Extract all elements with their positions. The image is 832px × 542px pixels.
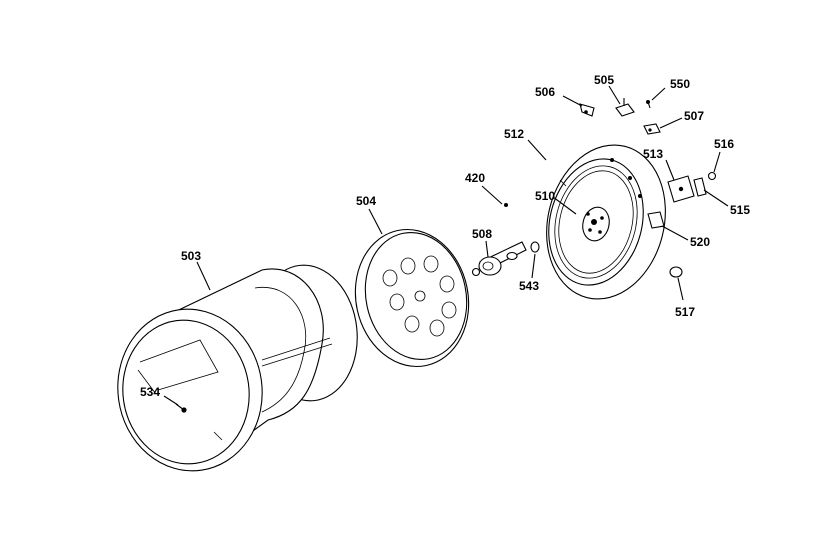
callout-534: 534 [140, 385, 160, 399]
sensor-515 [693, 177, 707, 197]
callout-550: 550 [670, 77, 690, 91]
bearing-shaft [471, 203, 540, 277]
screw-550 [646, 100, 651, 109]
callout-512: 512 [504, 127, 524, 141]
callout-labels: 503 504 534 508 420 543 512 510 506 505 … [140, 73, 750, 399]
callout-513: 513 [643, 147, 663, 161]
bracket-520 [647, 211, 665, 229]
callout-515: 515 [730, 203, 750, 217]
callout-517: 517 [675, 305, 695, 319]
part-516 [707, 171, 717, 181]
rear-bulkhead [546, 144, 666, 300]
callout-543: 543 [519, 279, 539, 293]
bracket-506 [579, 103, 595, 117]
drum-back-plate [354, 228, 470, 368]
callout-506: 506 [535, 85, 555, 99]
bracket-507 [643, 123, 661, 135]
callout-420: 420 [465, 171, 485, 185]
roller-517 [669, 266, 683, 278]
thermostat-513 [667, 175, 695, 203]
callout-520: 520 [690, 235, 710, 249]
leader-lines [163, 85, 729, 406]
clip-505 [615, 98, 635, 117]
callout-503: 503 [181, 249, 201, 263]
callout-516: 516 [714, 137, 734, 151]
callout-504: 504 [356, 194, 376, 208]
callout-510: 510 [535, 189, 555, 203]
callout-505: 505 [594, 73, 614, 87]
callout-507: 507 [684, 109, 704, 123]
callout-508: 508 [472, 227, 492, 241]
drum [117, 264, 358, 472]
